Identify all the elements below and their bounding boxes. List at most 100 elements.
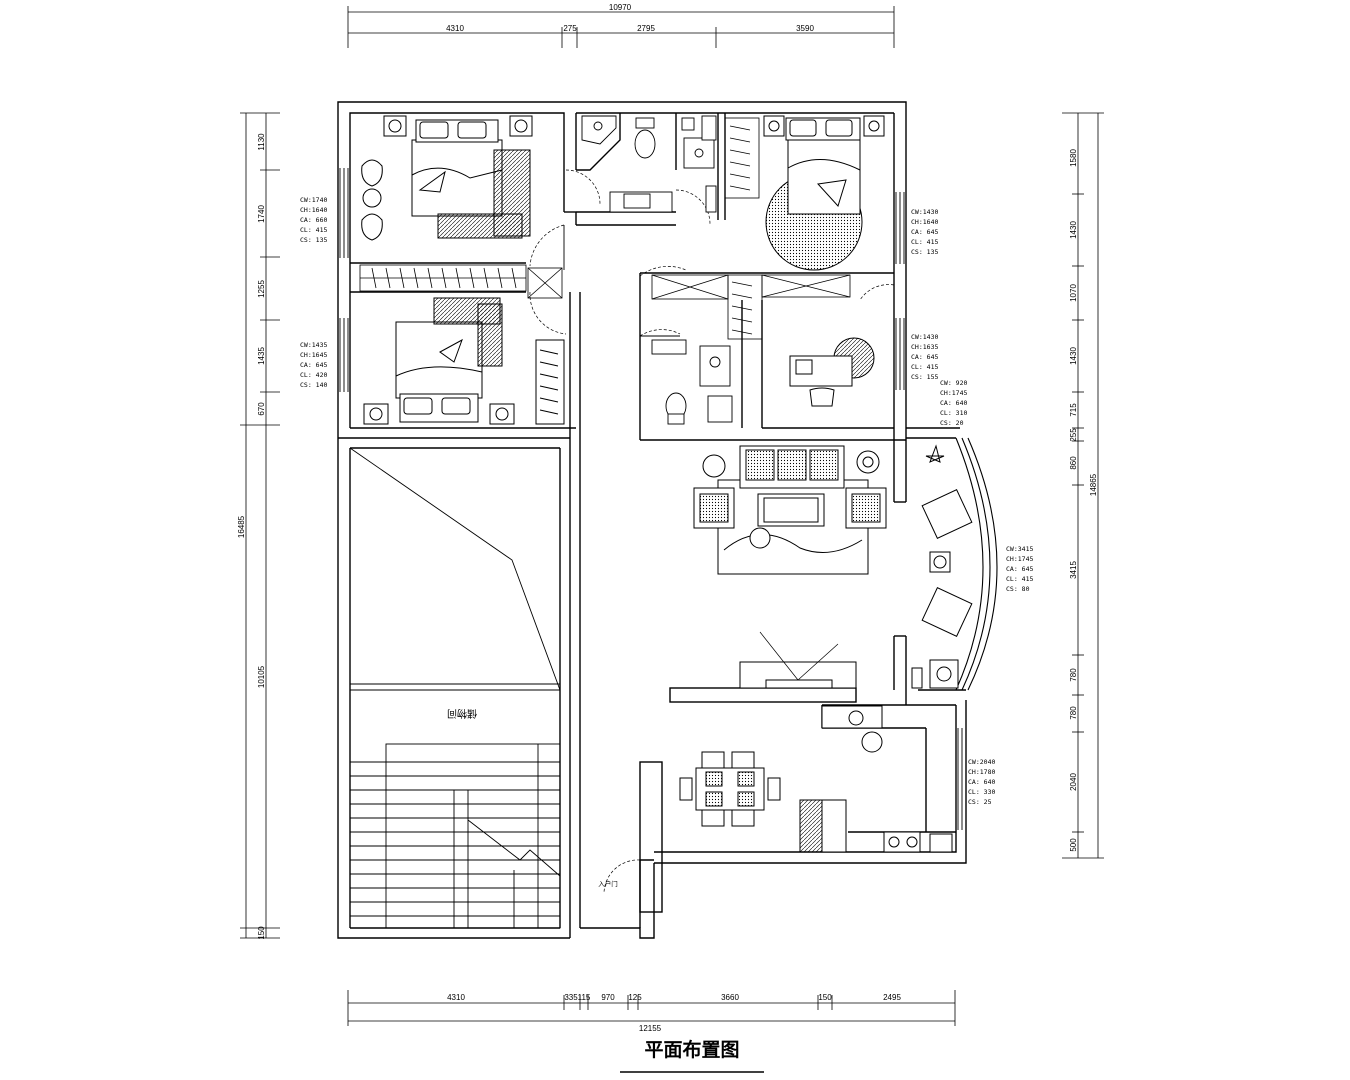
storage-room-label: 储物间: [447, 707, 477, 720]
dim-right-3: 1070: [1069, 284, 1078, 302]
svg-text:CL: 415: CL: 415: [300, 226, 327, 234]
svg-text:CL: 310: CL: 310: [940, 409, 967, 417]
svg-text:CA: 645: CA: 645: [911, 353, 938, 361]
tv-cabinet: [739, 631, 857, 689]
dim-right-2: 1430: [1069, 221, 1078, 239]
closet-top-right: [724, 117, 760, 199]
svg-text:CL: 330: CL: 330: [968, 788, 995, 796]
svg-text:CA: 645: CA: 645: [300, 361, 327, 369]
dining-table: [679, 751, 781, 827]
bay-window: [955, 437, 998, 691]
dimension-right: [1062, 112, 1104, 859]
svg-text:CA: 640: CA: 640: [940, 399, 967, 407]
doors: [529, 169, 895, 894]
window-spec-5: CW: 920 CH:1745 CA: 640 CL: 310 CS: 20: [940, 379, 967, 427]
svg-text:CS: 140: CS: 140: [300, 381, 327, 389]
dimension-top: [347, 6, 895, 48]
dim-right-total: 14865: [1089, 473, 1098, 496]
svg-text:CS: 135: CS: 135: [300, 236, 327, 244]
svg-text:CA: 640: CA: 640: [968, 778, 995, 786]
svg-text:CS: 135: CS: 135: [911, 248, 938, 256]
drawing-title: 平面布置图: [644, 1038, 739, 1061]
dim-top-2: 275: [563, 24, 577, 33]
svg-text:CH:1645: CH:1645: [300, 351, 327, 359]
dim-bottom-4: 970: [601, 993, 615, 1002]
dim-bottom-6: 3660: [721, 993, 739, 1002]
dim-right-1: 1580: [1069, 149, 1078, 167]
window-spec-2: CW:1435 CH:1645 CA: 645 CL: 420 CS: 140: [300, 341, 327, 389]
dim-left-5: 670: [257, 402, 266, 416]
windows: [339, 168, 967, 830]
dim-bottom-2: 335: [564, 993, 578, 1002]
dim-right-4: 1430: [1069, 347, 1078, 365]
dim-top-total: 10970: [609, 3, 632, 12]
dim-left-1: 1130: [257, 133, 266, 151]
dim-left-3: 1255: [257, 280, 266, 298]
window-spec-4: CW:1430 CH:1635 CA: 645 CL: 415 CS: 155: [911, 333, 938, 381]
svg-text:CS: 20: CS: 20: [940, 419, 964, 427]
closet-middle: [651, 274, 851, 340]
svg-text:CW:1740: CW:1740: [300, 196, 327, 204]
window-spec-7: CW:2040 CH:1780 CA: 640 CL: 330 CS: 25: [968, 758, 995, 806]
svg-text:CW: 920: CW: 920: [940, 379, 967, 387]
dim-left-total: 16485: [237, 515, 246, 538]
svg-text:CW:1435: CW:1435: [300, 341, 327, 349]
svg-text:CW:3415: CW:3415: [1006, 545, 1033, 553]
dim-right-5: 715: [1069, 403, 1078, 417]
svg-text:CW:1430: CW:1430: [911, 333, 938, 341]
svg-text:CH:1745: CH:1745: [1006, 555, 1033, 563]
dim-left-bottom: 150: [257, 926, 266, 940]
storage-stairs: [349, 447, 561, 929]
svg-text:CS: 80: CS: 80: [1006, 585, 1030, 593]
study: [789, 337, 875, 407]
dim-bottom-8: 2495: [883, 993, 901, 1002]
svg-text:CL: 420: CL: 420: [300, 371, 327, 379]
svg-text:CA: 645: CA: 645: [911, 228, 938, 236]
dim-left-lower: 10105: [257, 665, 266, 688]
dim-left-4: 1435: [257, 347, 266, 365]
entrance-label: 入户门: [598, 879, 618, 888]
svg-text:CH:1780: CH:1780: [968, 768, 995, 776]
svg-text:CL: 415: CL: 415: [911, 363, 938, 371]
dim-right-8: 3415: [1069, 561, 1078, 579]
dim-right-12: 500: [1069, 838, 1078, 852]
dim-right-10: 780: [1069, 706, 1078, 720]
svg-text:CW:2040: CW:2040: [968, 758, 995, 766]
window-spec-3: CW:1430 CH:1640 CA: 645 CL: 415 CS: 135: [911, 208, 938, 256]
svg-text:CH:1635: CH:1635: [911, 343, 938, 351]
svg-text:CS: 25: CS: 25: [968, 798, 992, 806]
dimension-left: [240, 112, 280, 939]
door-leaves: [563, 225, 895, 895]
dim-left-2: 1740: [257, 205, 266, 223]
svg-text:CA: 645: CA: 645: [1006, 565, 1033, 573]
bathroom-middle: [651, 339, 733, 425]
wardrobe-left: [359, 264, 563, 299]
dim-top-4: 3590: [796, 24, 814, 33]
bathroom-top: [581, 115, 717, 213]
dim-bottom-3: 115: [578, 993, 591, 1002]
bed-lower-left: [363, 297, 565, 425]
dim-right-9: 780: [1069, 668, 1078, 682]
svg-text:CH:1640: CH:1640: [300, 206, 327, 214]
window-spec-1: CW:1740 CH:1640 CA: 660 CL: 415 CS: 135: [300, 196, 327, 244]
dim-right-6: 255: [1069, 428, 1078, 442]
svg-text:CS: 155: CS: 155: [911, 373, 938, 381]
dim-right-7: 860: [1069, 456, 1078, 470]
dim-right-11: 2040: [1069, 773, 1078, 791]
dimension-bottom: [347, 990, 956, 1026]
dim-top-3: 2795: [637, 24, 655, 33]
svg-text:CH:1745: CH:1745: [940, 389, 967, 397]
svg-text:CW:1430: CW:1430: [911, 208, 938, 216]
living-room: [693, 444, 973, 638]
svg-text:CH:1640: CH:1640: [911, 218, 938, 226]
dim-bottom-1: 4310: [447, 993, 465, 1002]
window-spec-6: CW:3415 CH:1745 CA: 645 CL: 415 CS: 80: [1006, 545, 1033, 593]
dim-bottom-7: 150: [818, 993, 832, 1002]
dim-top-1: 4310: [446, 24, 464, 33]
dim-bottom-total: 12155: [639, 1024, 662, 1033]
svg-text:CL: 415: CL: 415: [1006, 575, 1033, 583]
svg-text:CL: 415: CL: 415: [911, 238, 938, 246]
bed-top-right: [763, 115, 885, 271]
dim-bottom-5: 125: [628, 993, 642, 1002]
